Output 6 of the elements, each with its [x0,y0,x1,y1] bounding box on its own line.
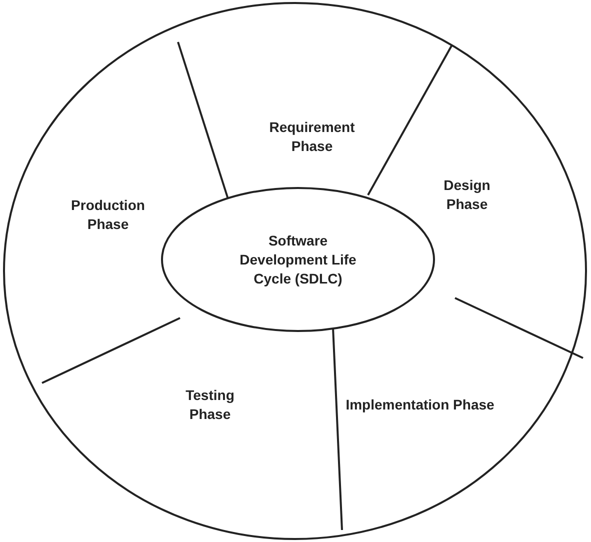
phase-label: Testing Phase [184,386,236,424]
phase-label: Implementation Phase [345,396,495,414]
phase-label: Production Phase [70,196,146,234]
phase-label: Requirement Phase [268,118,356,156]
center-title: Software Development Life Cycle (SDLC) [238,231,358,288]
phase-label: Design Phase [442,176,492,214]
